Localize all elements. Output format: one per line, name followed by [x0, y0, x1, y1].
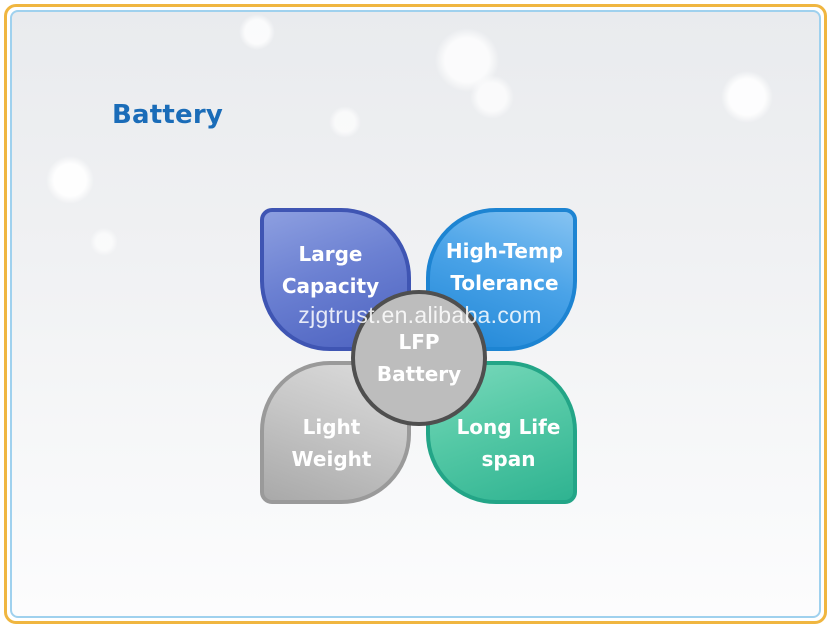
slide-canvas: Battery — [10, 10, 821, 618]
petal-high-temp-tolerance: High-Temp Tolerance — [426, 208, 577, 351]
petal-label-high-temp-tolerance: High-Temp Tolerance — [445, 239, 564, 295]
center-circle: LFP Battery — [351, 290, 487, 426]
petal-large-capacity: Large Capacity — [260, 208, 411, 351]
slide-title: Battery — [112, 100, 224, 130]
petal-label-long-life-span: Long Life span — [456, 414, 561, 471]
petal-light-weight: Light Weight — [260, 361, 411, 504]
center-label: LFP Battery — [376, 330, 462, 386]
petal-label-large-capacity: Large Capacity — [281, 241, 380, 298]
petal-label-light-weight: Light Weight — [291, 414, 372, 471]
outer-frame — [4, 4, 827, 624]
